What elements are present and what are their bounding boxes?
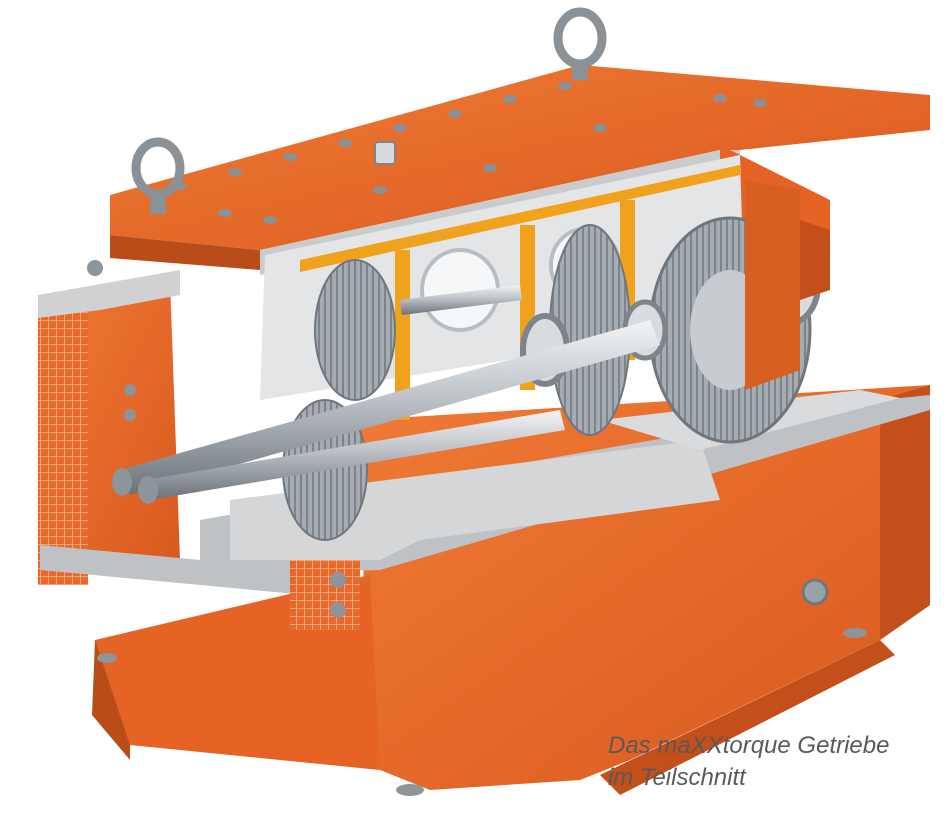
hex-bolt-icon bbox=[124, 409, 136, 421]
figure-caption: Das maXXtorque Getriebe im Teilschnitt bbox=[608, 730, 946, 794]
hex-bolt-icon bbox=[87, 260, 103, 276]
hex-bolt-icon bbox=[124, 384, 136, 396]
eye-bolt-icon bbox=[131, 137, 185, 214]
hex-bolt-icon bbox=[283, 153, 297, 161]
hex-bolt-icon bbox=[228, 168, 242, 176]
eye-bolt-icon bbox=[553, 7, 607, 80]
hex-bolt-icon bbox=[558, 82, 572, 90]
hex-bolt-icon bbox=[330, 602, 346, 618]
housing-left-flange bbox=[38, 260, 360, 630]
hex-bolt-icon bbox=[393, 124, 407, 132]
hex-bolt-icon bbox=[338, 139, 352, 147]
hex-bolt-icon bbox=[396, 784, 424, 796]
hex-bolt-icon bbox=[753, 99, 767, 107]
input-gear-upper bbox=[314, 259, 396, 401]
hex-bolt-icon bbox=[448, 110, 462, 118]
hex-bolt-icon bbox=[503, 95, 517, 103]
hex-bolt-icon bbox=[218, 209, 232, 217]
hex-bolt-icon bbox=[593, 124, 607, 132]
breather-plug-icon bbox=[374, 141, 396, 165]
hex-bolt-icon bbox=[713, 94, 727, 102]
caption-line-1: Das maXXtorque Getriebe bbox=[608, 732, 890, 759]
drain-plug-icon bbox=[801, 578, 829, 606]
hex-bolt-icon bbox=[843, 628, 867, 638]
housing-right-cap bbox=[745, 180, 830, 390]
hex-bolt-icon bbox=[97, 653, 117, 663]
hex-bolt-icon bbox=[263, 216, 277, 224]
hex-bolt-icon bbox=[483, 164, 497, 172]
hex-bolt-icon bbox=[373, 186, 387, 194]
hex-bolt-icon bbox=[330, 572, 346, 588]
shafts bbox=[112, 285, 660, 504]
caption-line-2: im Teilschnitt bbox=[608, 764, 746, 791]
